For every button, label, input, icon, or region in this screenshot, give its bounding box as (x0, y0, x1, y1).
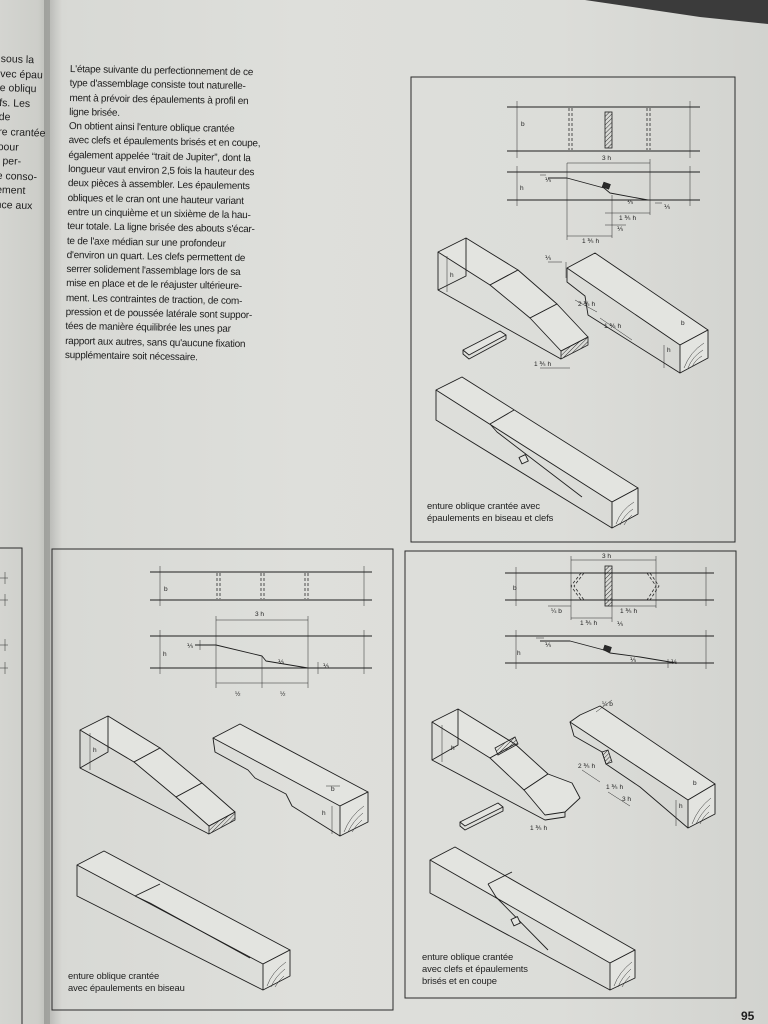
page-number: 95 (741, 1009, 755, 1023)
dimension-label: ⅕ (617, 621, 624, 628)
key-wedge (462, 330, 507, 360)
assembled-joint (435, 376, 639, 529)
dimension-label: 2 ⅗ h (578, 301, 596, 308)
figure-frame (51, 548, 394, 1011)
dimension-label: ⅕ (664, 204, 671, 211)
dimension-label: h (520, 185, 524, 192)
section-view (150, 616, 372, 688)
plan-view (507, 101, 700, 158)
dimension-label: b (681, 320, 685, 327)
dimension-label: ⅕ (545, 642, 552, 649)
dimension-label: ¼ b (551, 608, 562, 615)
dimension-label: ⅕ (187, 643, 194, 650)
previous-page-figure-frame (0, 547, 23, 1024)
figure-bottom-right: 3 h b ¼ b 1 ⅗ h 1 ⅗ h ⅕ ⅕ h ⅕ ⅕ ¼ b h 2 … (404, 550, 737, 999)
isometric-part-left (437, 237, 589, 369)
dimension-label: h (451, 745, 455, 752)
figure-caption-bottom-right: enture oblique crantée avec clefs et épa… (422, 951, 528, 987)
caption-line: enture oblique crantée avec (427, 500, 541, 511)
dimension-label: h (163, 651, 167, 658)
dimension-label: ½ (280, 690, 286, 698)
dimension-label: b (164, 586, 168, 593)
assembled-joint (429, 846, 636, 991)
next-page-edge (585, 0, 768, 24)
dimension-label: ⅕ (630, 657, 637, 664)
isometric-part-right (569, 699, 716, 829)
dimension-label: b (331, 786, 335, 793)
previous-page-edge: sous la vec épau e obliqu fs. Les de re … (0, 0, 50, 1024)
dimension-label: ⅕ (323, 663, 330, 670)
dimension-label: 1 ⅗ h (619, 215, 637, 222)
caption-line: brisés et en coupe (422, 975, 497, 986)
dimension-label: h (450, 272, 454, 279)
plan-view (505, 556, 714, 622)
dimension-label: ⅕ (671, 659, 678, 666)
dimension-label: ⅕ (545, 255, 552, 262)
caption-line: enture oblique crantée (68, 970, 160, 981)
caption-line: avec épaulements en biseau (68, 982, 185, 993)
figure-caption-top-right: enture oblique crantée avec épaulements … (427, 500, 553, 524)
dimension-label: 3 h (602, 553, 611, 560)
figure-top-right: b 3 h h ⅕ ⅕ ⅕ 1 ⅗ h ⅕ 1 ⅗ h ⅕ h 2 ⅗ h 1 … (410, 76, 736, 543)
assembled-joint (76, 850, 291, 991)
dimension-label: ⅕ (617, 226, 624, 233)
dimension-label: 2 ⅗ h (578, 763, 596, 770)
caption-line: épaulements en biseau et clefs (427, 512, 554, 523)
dimension-label: 1 ⅗ h (534, 361, 552, 368)
section-view (505, 630, 714, 669)
dimension-label: 1 ⅗ h (582, 238, 600, 245)
book-gutter-shadow (44, 0, 62, 1024)
dimension-label: ¼ b (602, 701, 613, 708)
figure-frame (404, 550, 737, 999)
dimension-label: b (693, 780, 697, 787)
dimension-label: 1 ⅗ h (620, 608, 638, 615)
dimension-label: ⅕ (545, 177, 552, 184)
figure-frame (410, 76, 736, 543)
dimension-label: b (513, 585, 517, 592)
dimension-label: ⅕ (278, 659, 285, 666)
dimension-label: ⅕ (627, 199, 634, 206)
dimension-label: 3 h (602, 155, 611, 162)
caption-line: enture oblique crantée (422, 951, 514, 962)
isometric-part-right (565, 252, 709, 374)
dimension-label: h (93, 747, 97, 754)
isometric-part-left (79, 715, 236, 835)
dimension-label: h (322, 810, 326, 817)
dimension-label: b (521, 121, 525, 128)
dimension-label: 3 h (622, 796, 631, 803)
isometric-part-right (212, 723, 369, 837)
dimension-label: 3 h (255, 611, 264, 618)
dimension-label: 1 ⅗ h (604, 323, 622, 330)
dimension-label: 1 ⅗ h (580, 620, 598, 627)
figure-caption-bottom-left: enture oblique crantée avec épaulements … (68, 970, 185, 994)
plan-view (150, 566, 372, 606)
dimension-label: h (679, 803, 683, 810)
section-view (507, 159, 700, 240)
figure-bottom-left: b 3 h h ⅕ ⅕ ⅕ ½ ½ h b h (51, 548, 394, 1011)
dimension-label: h (517, 650, 521, 657)
isometric-part-left (431, 708, 581, 821)
dimension-label: 1 ⅗ h (530, 825, 548, 832)
dimension-label: 1 ⅗ h (606, 784, 624, 791)
dimension-label: ½ (235, 690, 241, 698)
key-wedge (459, 802, 504, 831)
dimension-label: h (667, 347, 671, 354)
caption-line: avec clefs et épaulements (422, 963, 528, 974)
